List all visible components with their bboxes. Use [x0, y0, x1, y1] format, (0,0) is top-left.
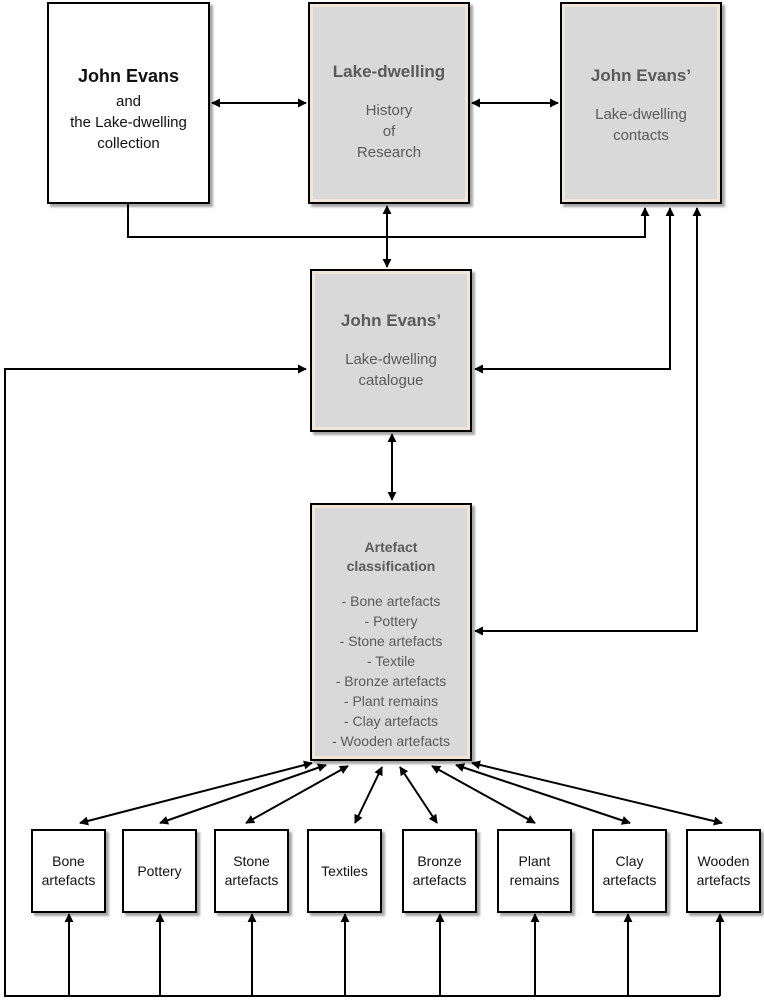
arrow-contacts-classification — [474, 207, 702, 636]
classification-title: classification — [346, 558, 436, 574]
research-title: Lake-dwelling — [332, 62, 446, 81]
classification-item: - Wooden artefacts — [331, 733, 451, 749]
collection-line: the Lake-dwelling — [70, 114, 187, 131]
category-label: artefacts — [412, 872, 467, 888]
research-line: of — [382, 123, 396, 140]
classification-title: Artefact — [364, 539, 418, 555]
catalogue-line: Lake-dwelling — [345, 351, 437, 368]
collection-title: John Evans — [77, 66, 180, 86]
category-label: Plant — [518, 853, 551, 870]
category-label: artefacts — [224, 872, 279, 888]
collection-box: John Evans and the Lake-dwelling collect… — [47, 2, 210, 204]
category-box-clay: Clay artefacts — [592, 829, 667, 913]
category-label: Pottery — [137, 862, 182, 879]
category-box-bronze: Bronze artefacts — [402, 829, 477, 913]
category-label: artefacts — [602, 872, 657, 888]
contacts-line: contacts — [613, 127, 669, 144]
category-label: remains — [509, 872, 560, 888]
contacts-box: John Evans’ Lake-dwelling contacts — [560, 2, 722, 204]
classification-item: - Pottery — [364, 613, 418, 629]
classification-item: - Plant remains — [343, 693, 439, 709]
classification-item: - Textile — [367, 653, 415, 669]
catalogue-line: catalogue — [358, 372, 424, 389]
arrow-class-textiles — [354, 766, 383, 824]
category-label: Bone — [52, 853, 85, 870]
arrow-class-wooden — [471, 760, 723, 826]
arrow-class-stone — [245, 765, 349, 824]
category-label: artefacts — [41, 872, 96, 888]
classification-item: - Bone artefacts — [341, 593, 441, 609]
category-label: Wooden — [697, 853, 750, 870]
arrow-class-bronze — [399, 766, 438, 824]
category-box-bone: Bone artefacts — [31, 829, 106, 913]
category-label: Clay — [615, 853, 644, 870]
catalogue-box: John Evans’ Lake-dwelling catalogue — [310, 269, 472, 432]
catalogue-title: John Evans’ — [340, 311, 442, 330]
classification-box: Artefact classification - Bone artefacts… — [310, 503, 472, 761]
category-box-plant: Plant remains — [497, 829, 572, 913]
contacts-line: Lake-dwelling — [595, 106, 687, 123]
research-line: Research — [356, 144, 422, 161]
category-label: Textiles — [321, 862, 368, 879]
classification-item: - Bronze artefacts — [335, 673, 447, 689]
category-label: Stone — [233, 853, 270, 870]
arrow-class-bone — [79, 760, 313, 826]
research-box: Lake-dwelling History of Research — [308, 2, 470, 204]
category-label: artefacts — [696, 872, 751, 888]
category-box-textiles: Textiles — [307, 829, 382, 913]
arrow-contacts-catalogue — [474, 207, 675, 374]
contacts-title: John Evans’ — [590, 66, 692, 85]
category-box-stone: Stone artefacts — [214, 829, 289, 913]
arrow-class-pottery — [159, 763, 327, 825]
collection-line: and — [115, 93, 142, 110]
collection-line: collection — [97, 135, 160, 152]
category-box-wooden: Wooden artefacts — [686, 829, 761, 913]
classification-item: - Stone artefacts — [339, 633, 443, 649]
arrow-feedback-catalogue — [4, 364, 720, 997]
category-label: Bronze — [417, 853, 462, 870]
category-box-pottery: Pottery — [122, 829, 197, 913]
classification-item: - Clay artefacts — [343, 713, 439, 729]
research-line: History — [365, 102, 413, 119]
